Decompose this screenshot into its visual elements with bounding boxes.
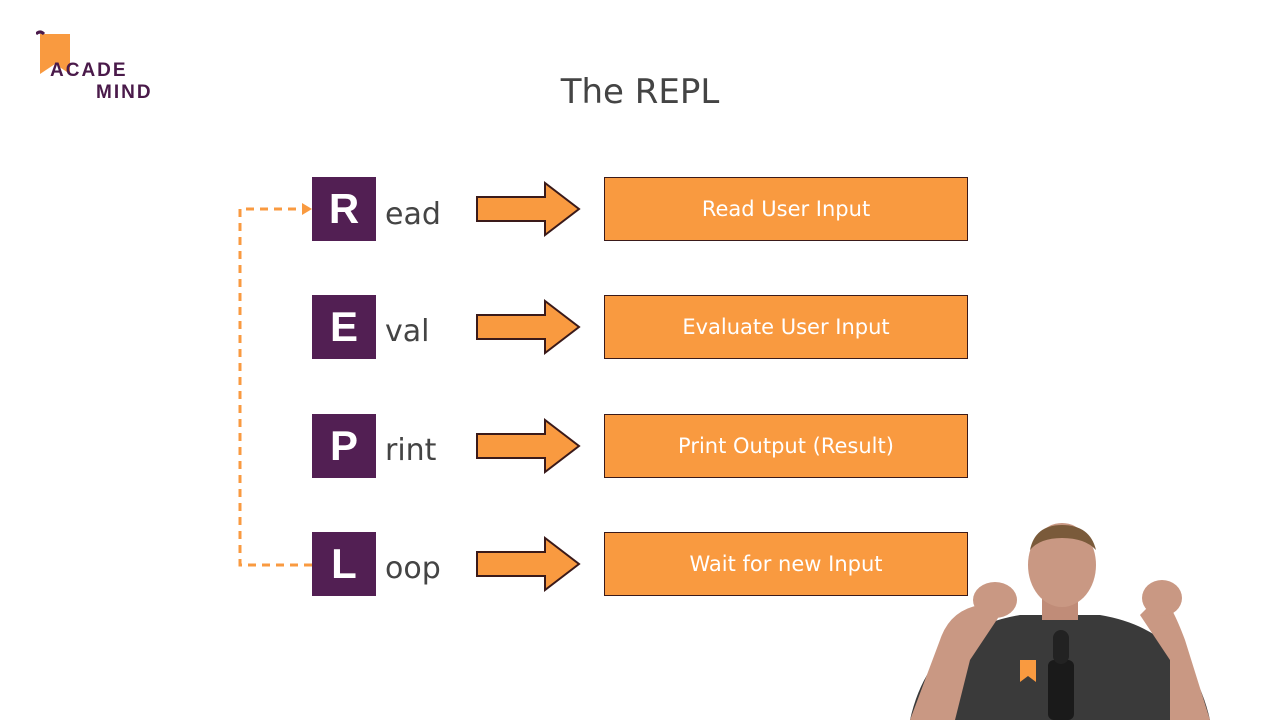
logo-bookmark-icon: [36, 30, 70, 74]
logo-text-top: ACADE: [50, 60, 128, 81]
letter-box-eval: E: [312, 295, 376, 359]
letter-box-loop: L: [312, 532, 376, 596]
suffix-read: ead: [385, 197, 441, 232]
right-arrow-icon: [476, 536, 581, 592]
letter-box-print: P: [312, 414, 376, 478]
step-box-loop: Wait for new Input: [604, 532, 968, 596]
step-box-read: Read User Input: [604, 177, 968, 241]
presenter-video-overlay: [910, 523, 1210, 720]
academind-logo: ACADE MIND: [36, 30, 176, 110]
right-arrow-icon: [476, 181, 581, 237]
suffix-print: rint: [385, 433, 437, 468]
letter-box-read: R: [312, 177, 376, 241]
suffix-eval: val: [385, 314, 430, 349]
loop-arrowhead-icon: [302, 203, 312, 215]
right-arrow-icon: [476, 299, 581, 355]
right-arrow-icon: [476, 418, 581, 474]
slide-title: The REPL: [560, 72, 720, 112]
step-box-eval: Evaluate User Input: [604, 295, 968, 359]
suffix-loop: oop: [385, 551, 441, 586]
step-box-print: Print Output (Result): [604, 414, 968, 478]
logo-text-bottom: MIND: [96, 82, 153, 103]
